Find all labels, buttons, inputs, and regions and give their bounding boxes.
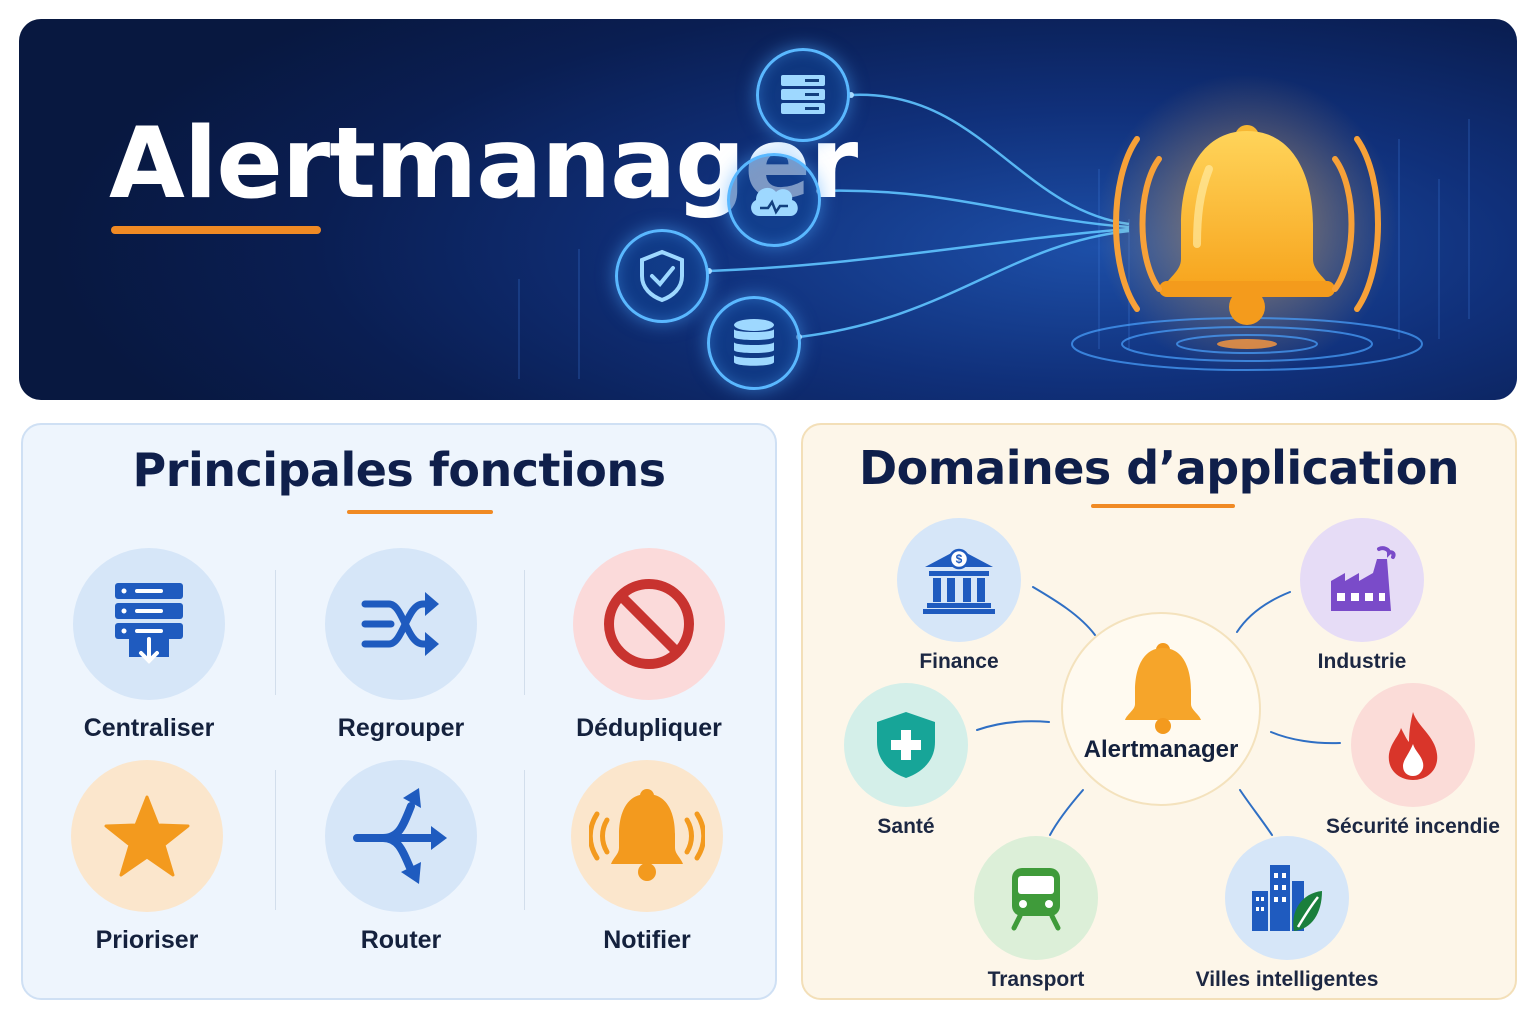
function-icon-circle bbox=[571, 760, 723, 912]
domain-icon-circle bbox=[1351, 683, 1475, 807]
domain-finance: $ Finance bbox=[839, 518, 1079, 674]
function-regrouper: Regrouper bbox=[321, 548, 481, 743]
domain-label: Industrie bbox=[1317, 650, 1407, 673]
function-label: Notifier bbox=[603, 926, 691, 954]
function-icon-circle bbox=[73, 548, 225, 700]
function-prioriser: Prioriser bbox=[67, 760, 227, 955]
divider bbox=[275, 570, 276, 695]
alertmanager-hub: Alertmanager bbox=[1061, 612, 1261, 806]
function-icon-circle bbox=[573, 548, 725, 700]
function-notifier: Notifier bbox=[567, 760, 727, 955]
source-node-cloud bbox=[727, 153, 821, 247]
hub-label: Alertmanager bbox=[1083, 736, 1239, 763]
function-label: Centraliser bbox=[83, 714, 215, 742]
domain-icon-circle: $ bbox=[897, 518, 1021, 642]
function-centraliser: Centraliser bbox=[69, 548, 229, 743]
title-underline bbox=[111, 226, 321, 234]
prohibited-icon bbox=[604, 579, 694, 669]
domain-label: Santé bbox=[877, 815, 935, 838]
function-icon-circle bbox=[325, 760, 477, 912]
star-icon bbox=[104, 795, 190, 877]
bell-icon bbox=[1125, 643, 1201, 734]
hero-background bbox=[518, 74, 1470, 379]
shield-check-icon bbox=[640, 249, 684, 303]
shuffle-icon bbox=[361, 592, 439, 656]
city-leaf-icon bbox=[1252, 865, 1322, 931]
divider bbox=[524, 770, 525, 910]
function-label: Regrouper bbox=[337, 714, 465, 742]
functions-underline bbox=[347, 510, 493, 514]
bank-icon: $ bbox=[923, 548, 995, 614]
functions-title: Principales fonctions bbox=[132, 443, 666, 497]
divider bbox=[275, 770, 276, 910]
domain-sante: Santé bbox=[786, 683, 1026, 839]
function-label: Router bbox=[360, 926, 442, 954]
function-icon-circle bbox=[325, 548, 477, 700]
function-icon-circle bbox=[71, 760, 223, 912]
bell-ringing-icon bbox=[589, 789, 705, 881]
train-icon bbox=[1011, 868, 1061, 931]
source-node-server bbox=[756, 48, 850, 142]
bell-icon bbox=[1159, 125, 1335, 325]
domain-label: Transport bbox=[987, 968, 1085, 991]
server-download-icon bbox=[115, 583, 183, 664]
divider bbox=[524, 570, 525, 695]
health-shield-icon bbox=[877, 712, 935, 778]
hero-banner: Alertmanager bbox=[19, 19, 1517, 400]
domain-label: Villes intelligentes bbox=[1195, 968, 1379, 991]
domains-underline bbox=[1091, 504, 1235, 508]
domain-transport: Transport bbox=[916, 836, 1156, 992]
domain-icon-circle bbox=[974, 836, 1098, 960]
domain-villes-intelligentes: Villes intelligentes bbox=[1167, 836, 1407, 992]
domain-label: Sécurité incendie bbox=[1326, 815, 1500, 838]
domain-icon-circle bbox=[844, 683, 968, 807]
function-label: Dédupliquer bbox=[576, 714, 722, 742]
domain-icon-circle bbox=[1300, 518, 1424, 642]
route-split-icon bbox=[353, 788, 447, 884]
source-node-database bbox=[707, 296, 801, 390]
cloud-icon bbox=[751, 187, 798, 216]
database-icon bbox=[734, 319, 774, 366]
domains-title: Domaines d’application bbox=[858, 441, 1460, 495]
domain-securite-incendie: Sécurité incendie bbox=[1293, 683, 1533, 839]
domain-icon-circle bbox=[1225, 836, 1349, 960]
domain-label: Finance bbox=[919, 650, 999, 673]
server-icon bbox=[781, 75, 825, 114]
fire-icon bbox=[1388, 712, 1438, 780]
domain-industrie: Industrie bbox=[1242, 518, 1482, 674]
svg-text:$: $ bbox=[956, 552, 963, 566]
functions-panel: Principales fonctions Centraliser bbox=[21, 423, 777, 1000]
factory-icon bbox=[1331, 546, 1396, 611]
function-router: Router bbox=[321, 760, 481, 955]
source-node-shield bbox=[615, 229, 709, 323]
function-dedupliquer: Dédupliquer bbox=[569, 548, 729, 743]
function-label: Prioriser bbox=[95, 926, 199, 954]
